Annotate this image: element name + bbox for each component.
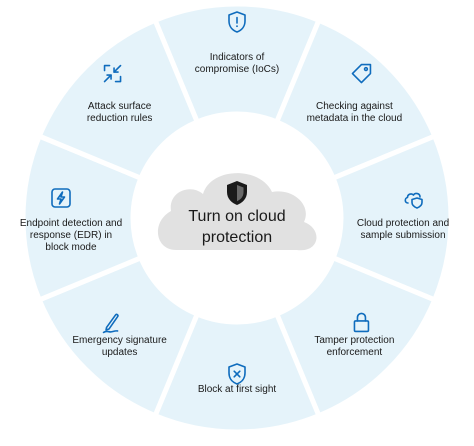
segment-label: Indicators of compromise (IoCs) <box>194 52 280 75</box>
lock-icon <box>353 312 370 333</box>
bolt-icon <box>51 188 71 208</box>
segment-label: Endpoint detection and response (EDR) in… <box>19 218 123 253</box>
cloud-shield-icon <box>404 192 423 209</box>
center-label: Turn on cloud protection <box>188 208 286 246</box>
pen-icon <box>102 313 119 334</box>
cloud-shape <box>157 173 317 251</box>
shield-icon <box>227 181 247 205</box>
shield-x-icon <box>228 363 246 385</box>
shield-alert-icon <box>228 11 246 33</box>
segment-label: Cloud protection and sample submission <box>356 218 450 241</box>
segment-label: Block at first sight <box>197 384 277 395</box>
segment-label: Emergency signature updates <box>72 335 167 359</box>
segment-label: Tamper protection enforcement <box>314 335 395 359</box>
segment-icons <box>51 11 423 385</box>
arrows-inward-icon <box>103 64 122 83</box>
segment-label: Checking against metadata in the cloud <box>306 100 403 124</box>
segment-label: Attack surface reduction rules <box>86 100 153 124</box>
tag-icon <box>351 63 372 84</box>
